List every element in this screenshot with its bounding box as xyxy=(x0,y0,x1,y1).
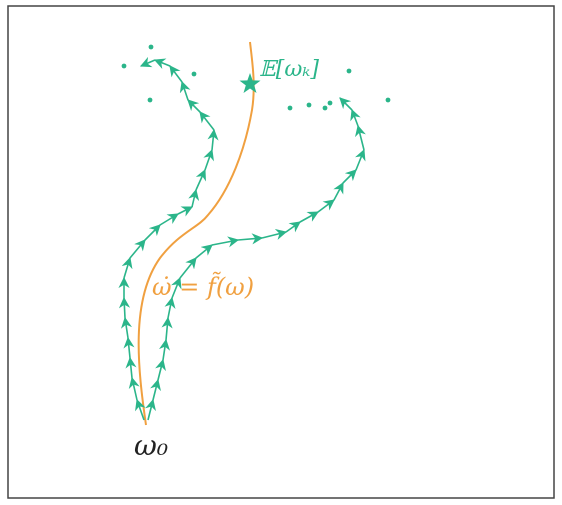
sample-dot xyxy=(346,68,352,74)
start-label: ω₀ xyxy=(134,429,168,462)
frame-border xyxy=(7,5,555,499)
ode-curve xyxy=(137,41,255,426)
star-icon xyxy=(239,73,261,93)
sample-dots xyxy=(121,44,391,111)
right-trajectory xyxy=(145,97,366,421)
expectation-label: 𝔼[ωₖ] xyxy=(259,57,319,82)
sample-dot xyxy=(327,100,333,106)
sample-dot xyxy=(147,97,153,103)
sample-dot xyxy=(306,102,312,108)
sample-dot xyxy=(287,105,293,111)
sample-dot xyxy=(322,105,328,111)
ode-label: ω̇ = f̃(ω) xyxy=(152,272,254,301)
sample-dot xyxy=(121,63,127,69)
left-trajectory xyxy=(118,56,219,421)
sample-dot xyxy=(148,44,154,50)
sample-dot xyxy=(385,97,391,103)
sample-dot xyxy=(191,71,197,77)
